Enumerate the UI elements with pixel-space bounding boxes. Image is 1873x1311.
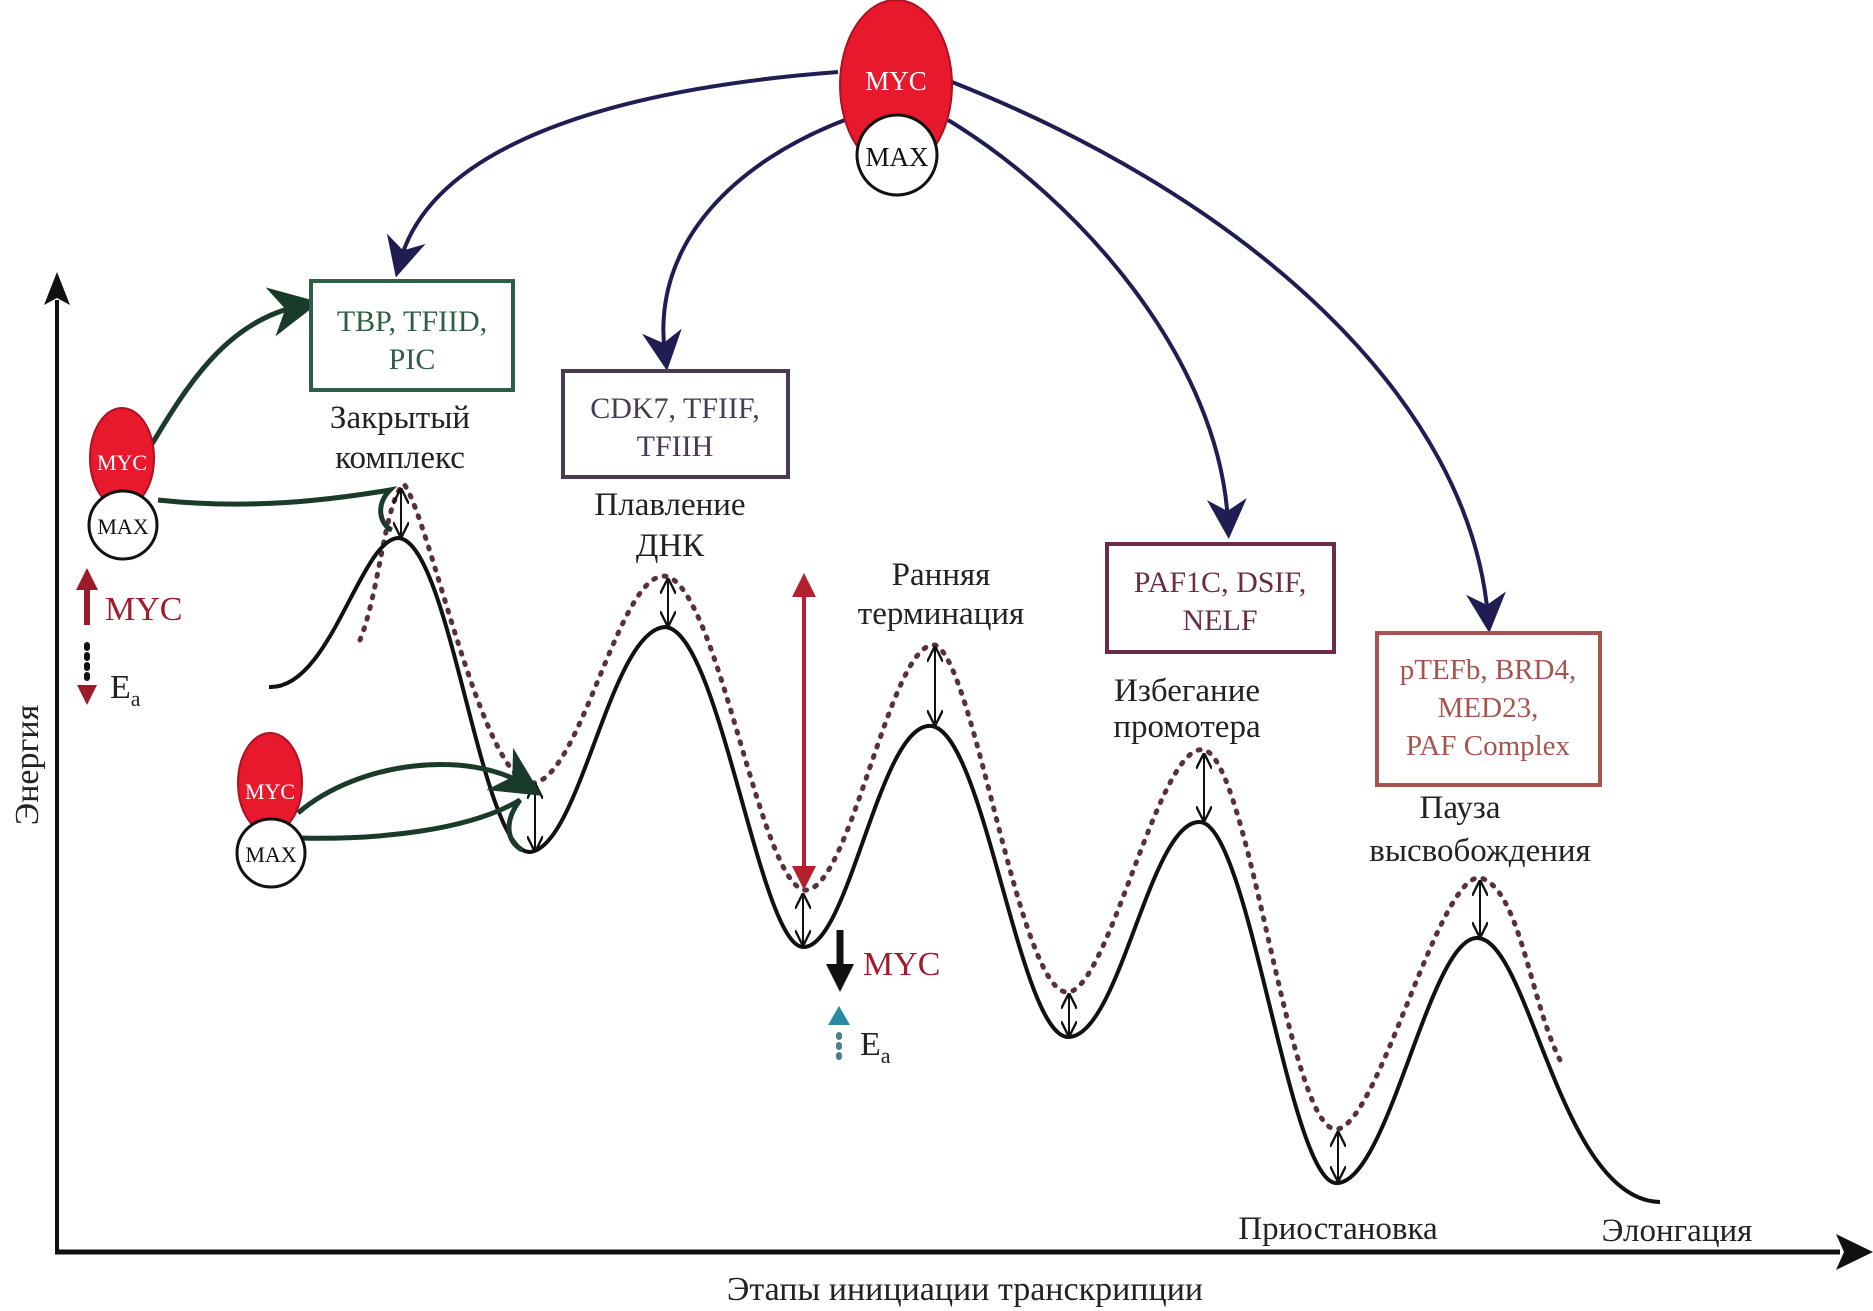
legend-myc-decrease: MYC Ea — [826, 930, 940, 1068]
x-axis-arrowhead — [1836, 1234, 1873, 1270]
factor-box-3: PAF1C, DSIF, NELF — [1105, 542, 1336, 654]
myc-arrow-to-box-3 — [946, 118, 1247, 539]
factor-box-1-line-2: PIC — [389, 343, 436, 376]
max-label-top: MAX — [865, 142, 929, 172]
stage-pause-release-line-2: высвобождения — [1369, 833, 1590, 869]
stage-labels: Закрытый комплекс Плавление ДНК Ранняя т… — [330, 400, 1752, 1249]
ea-up-arrowhead — [828, 1006, 850, 1025]
y-axis-label: Энергия — [9, 704, 46, 825]
factor-box-3-border — [1105, 542, 1336, 654]
max-label-left-2: MAX — [245, 842, 296, 867]
factor-box-1: TBP, TFIID, PIC — [309, 279, 515, 392]
stage-dna-melting-line-1: Плавление — [594, 487, 745, 523]
factor-box-3-line-2: NELF — [1183, 604, 1258, 637]
left-myc-max-complex-1: MYC MAX — [87, 407, 159, 561]
top-myc-max-complex: MYC MAX — [839, 0, 953, 197]
myc-regulation-arrows — [386, 70, 1506, 633]
arrow-to-tbp-box — [149, 287, 320, 446]
myc-up-arrowhead — [76, 568, 98, 590]
ea-up-label: Ea — [860, 1026, 891, 1068]
arrow-to-closed-complex — [157, 486, 398, 533]
max-protein-left-2 — [235, 817, 307, 889]
stage-pausing: Приостановка — [1238, 1211, 1438, 1247]
factor-box-2: CDK7, TFIIF, TFIIH — [561, 369, 790, 479]
factor-box-1-border — [309, 279, 515, 392]
max-protein-top — [855, 113, 939, 197]
solid-energy-curve — [268, 535, 1661, 1204]
stage-elongation: Элонгация — [1602, 1213, 1753, 1249]
factor-box-2-border — [561, 369, 790, 479]
activation-energy-arrows — [401, 490, 1480, 1180]
factor-box-2-line-1: CDK7, TFIIF, — [590, 392, 760, 425]
y-axis-arrowhead — [44, 272, 70, 305]
stage-pause-release-line-1: Пауза — [1420, 790, 1501, 826]
x-axis-label: Этапы инициации транскрипции — [727, 1271, 1203, 1308]
axes — [44, 272, 1873, 1270]
myc-arrow-to-box-4 — [951, 80, 1506, 633]
myc-up-label: MYC — [105, 591, 182, 628]
max-protein-left-1 — [87, 489, 159, 561]
ea-down-label: Ea — [110, 669, 141, 711]
factor-box-3-line-1: PAF1C, DSIF, — [1134, 566, 1306, 599]
myc-arrow-to-box-2 — [642, 118, 846, 371]
factor-box-4-line-3: PAF Complex — [1406, 730, 1571, 762]
factor-box-4-line-1: pTEFb, BRD4, — [1400, 654, 1576, 686]
factor-box-4: pTEFb, BRD4, MED23, PAF Complex — [1375, 631, 1602, 787]
ea-down-arrowhead — [77, 685, 97, 705]
ea-symbol: E — [110, 669, 131, 706]
ea-subscript: a — [881, 1043, 891, 1068]
factor-box-2-line-2: TFIIH — [637, 430, 714, 463]
myc-label-left-2: MYC — [245, 779, 295, 804]
myc-arrow-to-box-1 — [386, 70, 839, 278]
legend-myc-increase: MYC Ea — [76, 568, 182, 711]
stage-promoter-escape-line-1: Избегание — [1114, 673, 1260, 709]
myc-label-top: MYC — [865, 66, 927, 96]
myc-down-arrowhead — [826, 964, 854, 992]
arrow-upper-to-trough — [296, 747, 542, 815]
stage-early-termination-line-2: терминация — [858, 596, 1024, 632]
stage-early-termination-line-1: Ранняя — [892, 557, 991, 593]
stage-promoter-escape-line-2: промотера — [1113, 709, 1261, 745]
arrow-lower-to-trough — [299, 797, 524, 853]
max-label-left-1: MAX — [97, 514, 148, 539]
left-complex-arrows — [149, 287, 542, 853]
factor-box-4-border — [1375, 631, 1602, 787]
stage-closed-complex-line-2: комплекс — [335, 440, 465, 476]
ea-subscript: a — [131, 686, 141, 711]
stage-closed-complex-line-1: Закрытый — [330, 400, 470, 436]
factor-box-4-line-2: MED23, — [1438, 692, 1539, 724]
myc-down-label: MYC — [863, 946, 940, 983]
factor-box-1-line-1: TBP, TFIID, — [337, 305, 487, 338]
myc-label-left-1: MYC — [97, 450, 147, 475]
ea-symbol: E — [860, 1026, 881, 1063]
left-myc-max-complex-2: MYC MAX — [235, 732, 307, 889]
stage-dna-melting-line-2: ДНК — [636, 528, 705, 564]
